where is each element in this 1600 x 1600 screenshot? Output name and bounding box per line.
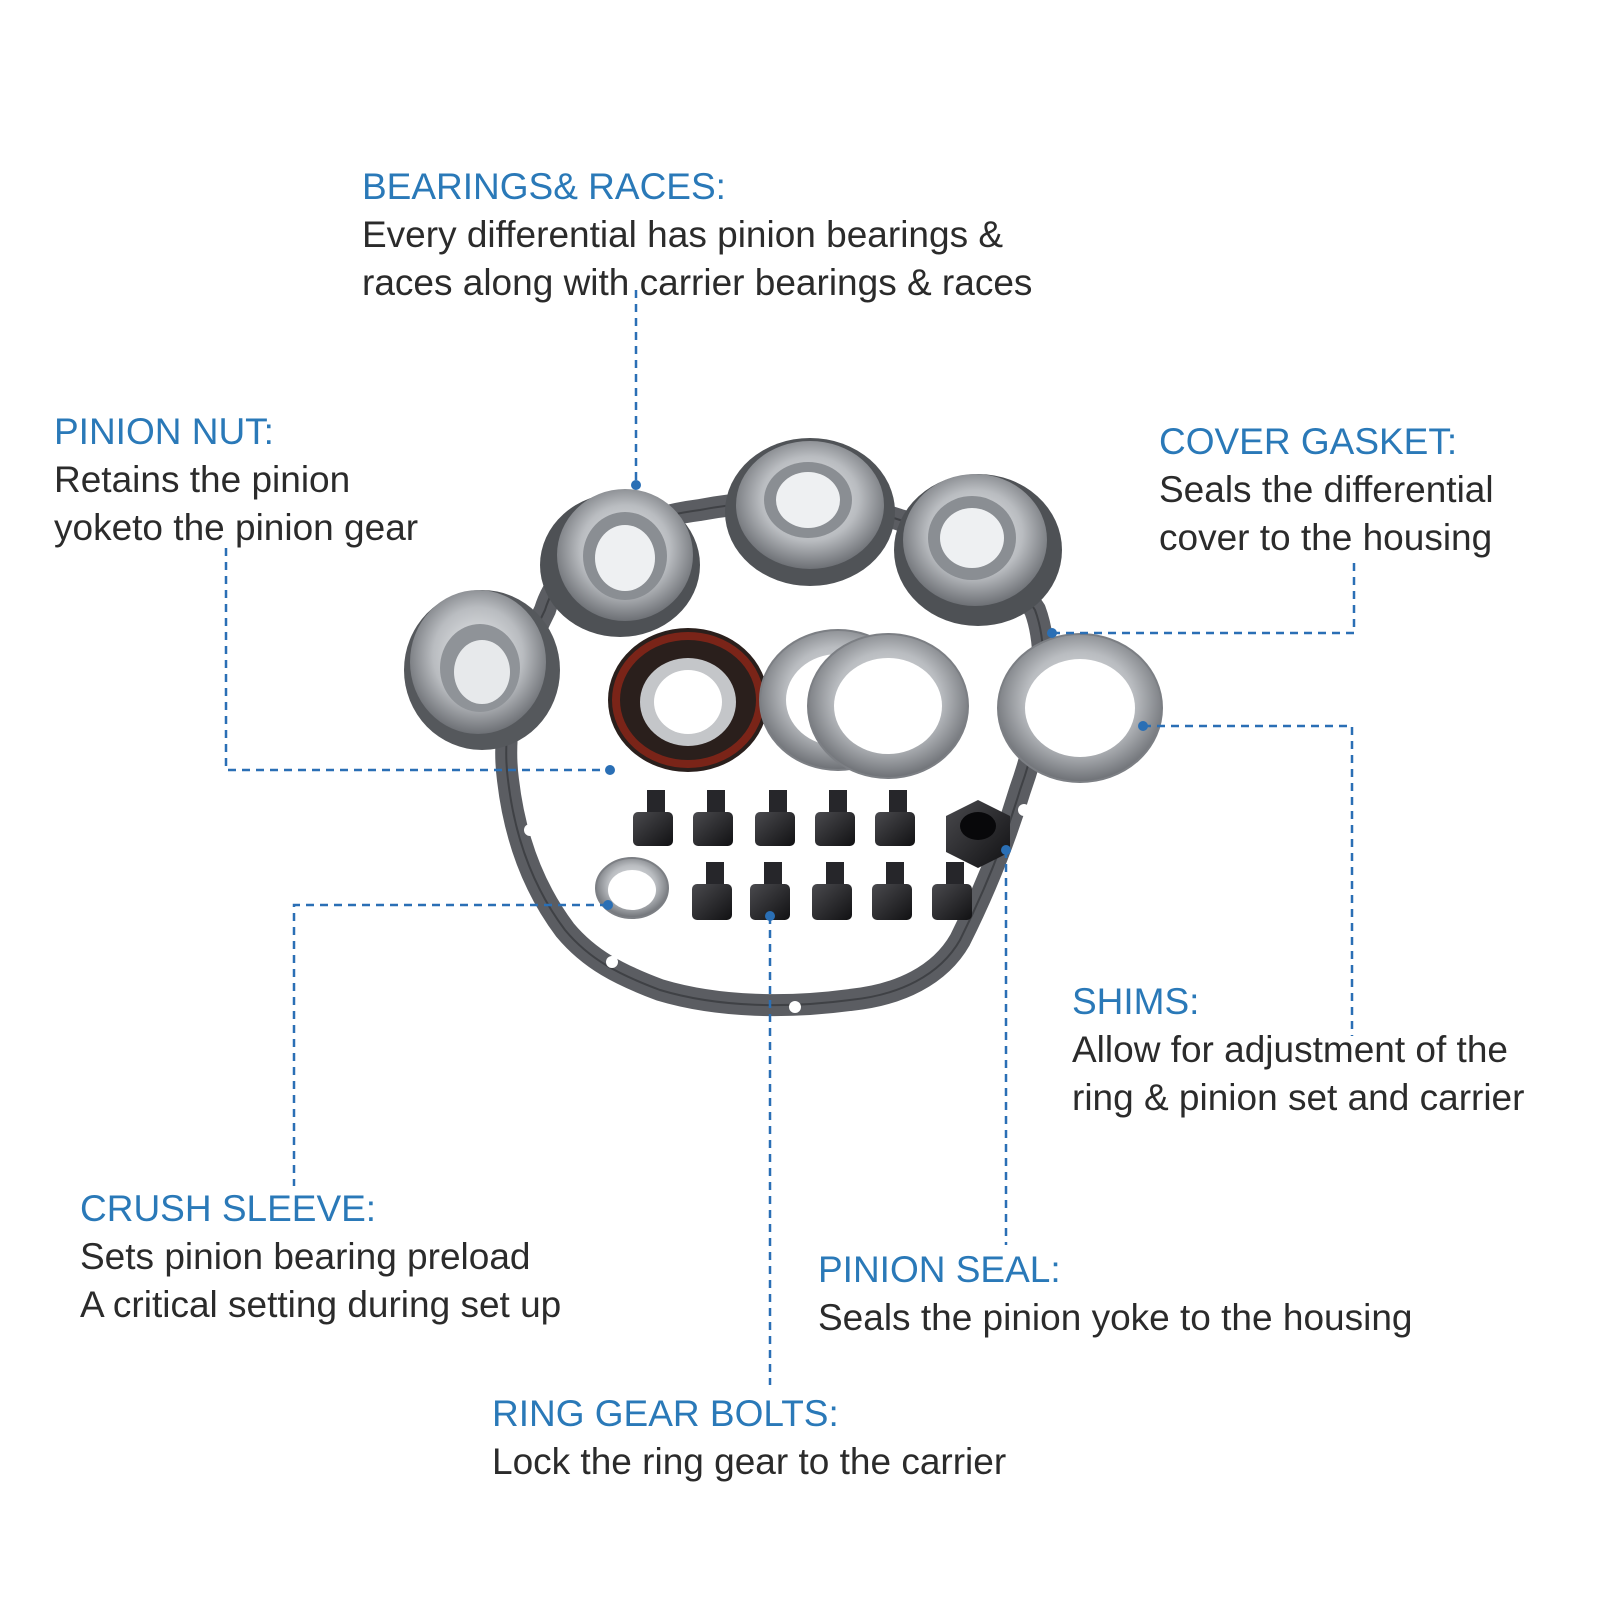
leader-dot — [765, 911, 775, 921]
bearing-top-left — [540, 489, 700, 637]
callout-text: Every differential has pinion bearings & — [362, 214, 1004, 255]
gasket-hole — [972, 957, 984, 969]
callout-crush-sleeve: CRUSH SLEEVE: Sets pinion bearing preloa… — [80, 1185, 561, 1329]
callout-text: Seals the differential — [1159, 469, 1494, 510]
callout-text: Lock the ring gear to the carrier — [492, 1441, 1007, 1482]
leader-dot — [1001, 845, 1011, 855]
bolt — [815, 790, 855, 846]
bolt — [812, 862, 852, 920]
bolts — [633, 790, 972, 920]
callout-text: Seals the pinion yoke to the housing — [818, 1297, 1413, 1338]
callout-pinion-nut: PINION NUT: Retains the pinion yoketo th… — [54, 408, 418, 552]
bearing-top-right — [894, 474, 1062, 626]
callout-title: SHIMS: — [1072, 981, 1200, 1022]
callout-title: COVER GASKET: — [1159, 421, 1458, 462]
callout-text: Sets pinion bearing preload — [80, 1236, 531, 1277]
callout-pinion-seal: PINION SEAL: Seals the pinion yoke to th… — [818, 1246, 1412, 1342]
callout-cover-gasket: COVER GASKET: Seals the differential cov… — [1159, 418, 1494, 562]
pinion-seal — [608, 628, 768, 772]
pinion-nut — [946, 800, 1010, 868]
callout-title: PINION NUT: — [54, 411, 274, 452]
bolt — [875, 790, 915, 846]
callout-ring-gear-bolts: RING GEAR BOLTS: Lock the ring gear to t… — [492, 1390, 1006, 1486]
callout-text: cover to the housing — [1159, 517, 1493, 558]
gasket-hole — [524, 824, 536, 836]
callout-text: races along with carrier bearings & race… — [362, 262, 1033, 303]
leader-dot — [605, 765, 615, 775]
leader-crush-sleeve — [292, 903, 608, 1186]
leader-cover-gasket — [1052, 560, 1356, 635]
leader-dot — [603, 900, 613, 910]
leader-pinion-nut — [224, 548, 610, 772]
leader-dot — [631, 480, 641, 490]
callout-text: Allow for adjustment of the — [1072, 1029, 1508, 1070]
gasket-hole — [1018, 804, 1030, 816]
bolt — [872, 862, 912, 920]
leader-dots — [603, 480, 1148, 921]
shim-middle — [807, 633, 969, 779]
bearing-top-center — [725, 438, 895, 586]
leader-dot — [1047, 628, 1057, 638]
leader-dot — [1138, 721, 1148, 731]
callout-title: RING GEAR BOLTS: — [492, 1393, 839, 1434]
callout-title: CRUSH SLEEVE: — [80, 1188, 377, 1229]
bolt — [932, 862, 972, 920]
leader-lines — [224, 290, 1356, 1385]
bolt — [692, 862, 732, 920]
bolt — [693, 790, 733, 846]
callout-text: A critical setting during set up — [80, 1284, 562, 1325]
callout-shims: SHIMS: Allow for adjustment of the ring … — [1072, 978, 1524, 1122]
bolt — [755, 790, 795, 846]
gasket-hole — [606, 956, 618, 968]
callout-title: PINION SEAL: — [818, 1249, 1061, 1290]
crush-sleeve — [595, 857, 669, 919]
bolt — [633, 790, 673, 846]
bolt — [750, 862, 790, 920]
shim-right — [997, 633, 1163, 783]
callout-text: Retains the pinion — [54, 459, 351, 500]
bearing-left — [404, 590, 560, 750]
callout-title: BEARINGS& RACES: — [362, 166, 726, 207]
callout-text: yoketo the pinion gear — [54, 507, 419, 548]
callout-text: ring & pinion set and carrier — [1072, 1077, 1525, 1118]
gasket-hole — [789, 1001, 801, 1013]
callout-bearings: BEARINGS& RACES: Every differential has … — [362, 163, 1032, 307]
